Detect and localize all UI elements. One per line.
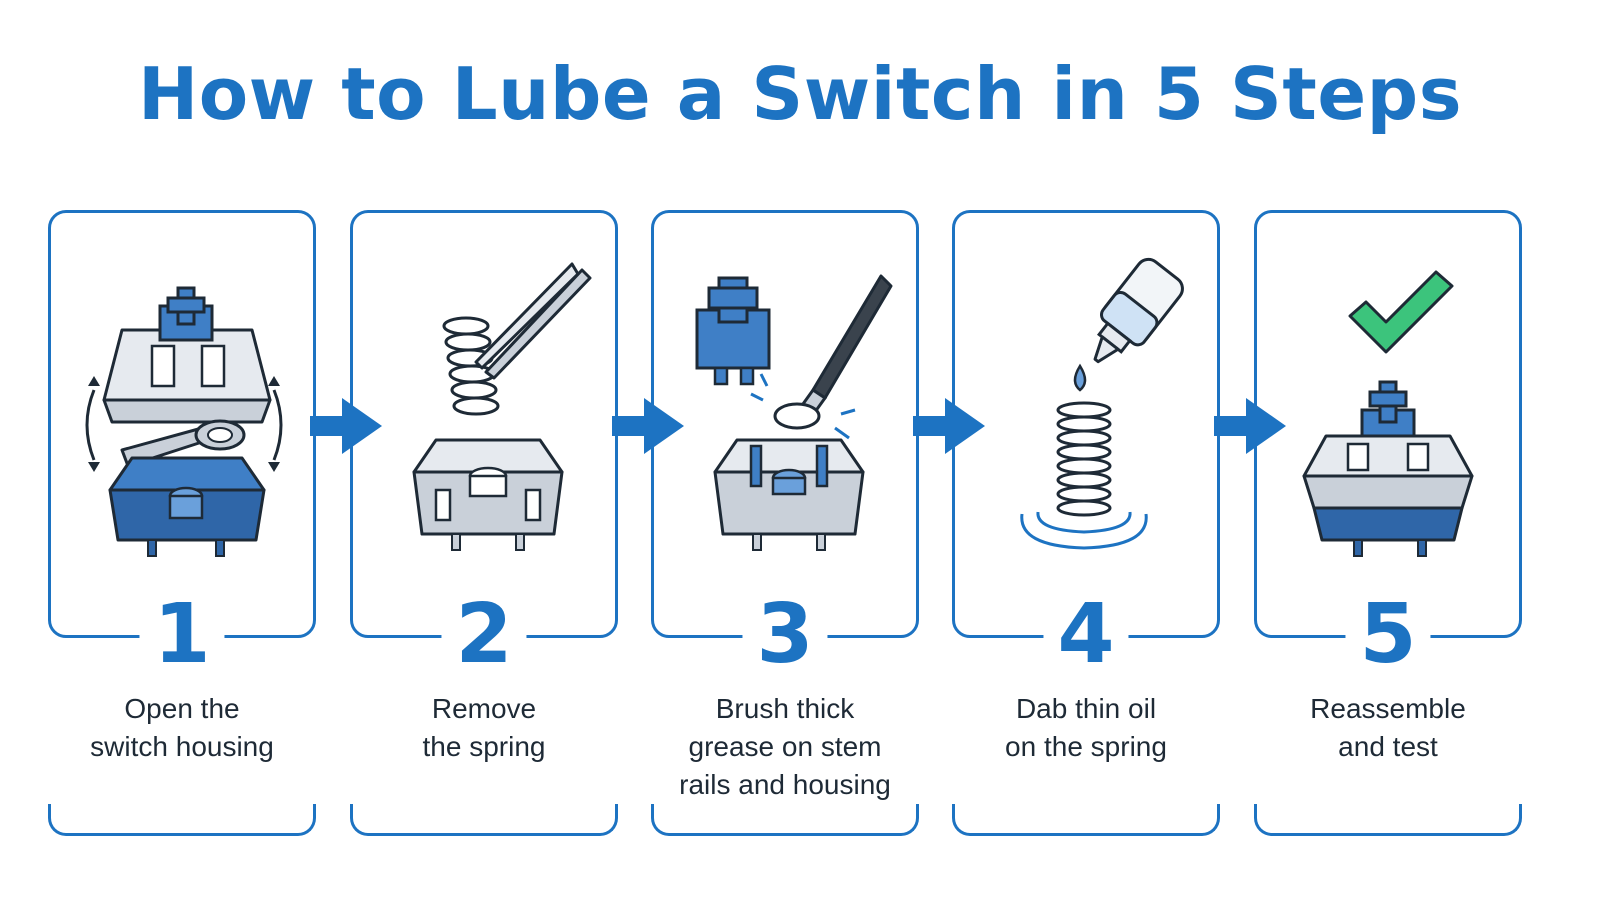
- caption-line: Reassemble: [1310, 693, 1466, 724]
- caption-line: Brush thick: [715, 693, 855, 724]
- tweezers-spring-icon: [412, 262, 592, 551]
- step-number: 2: [441, 590, 527, 680]
- caption-line: the spring: [422, 731, 546, 762]
- step-caption: Dab thin oil on the spring: [952, 690, 1220, 766]
- assembled-switch-check-icon: [1302, 270, 1474, 557]
- step-number: 3: [742, 590, 828, 680]
- caption-bracket: [1254, 804, 1522, 836]
- oil-bottle-spring-icon: [1020, 257, 1184, 550]
- step-caption: Remove the spring: [350, 690, 618, 766]
- caption-line: on the spring: [1005, 731, 1167, 762]
- caption-line: and test: [1338, 731, 1438, 762]
- step-3: 3 Brush thick grease on stem rails and h…: [651, 210, 919, 840]
- caption-line: grease on stem: [688, 731, 882, 762]
- caption-bracket: [651, 804, 919, 836]
- step-5: 5 Reassemble and test: [1254, 210, 1522, 840]
- caption-line: Open the: [124, 693, 240, 724]
- caption-bracket: [48, 804, 316, 836]
- opened-switch-icon: [85, 286, 283, 557]
- caption-line: Dab thin oil: [1015, 693, 1157, 724]
- step-number: 4: [1043, 590, 1129, 680]
- caption-line: rails and housing: [679, 769, 891, 800]
- step-4: 4 Dab thin oil on the spring: [952, 210, 1220, 840]
- step-number: 5: [1345, 590, 1431, 680]
- step-caption: Open the switch housing: [48, 690, 316, 766]
- caption-bracket: [952, 804, 1220, 836]
- step-number: 1: [139, 590, 225, 680]
- step-caption: Reassemble and test: [1254, 690, 1522, 766]
- caption-line: switch housing: [90, 731, 274, 762]
- caption-bracket: [350, 804, 618, 836]
- step-1: 1 Open the switch housing: [48, 210, 316, 840]
- brush-grease-icon: [695, 274, 893, 551]
- step-caption: Brush thick grease on stem rails and hou…: [651, 690, 919, 804]
- step-2: 2 Remove the spring: [350, 210, 618, 840]
- page-title: How to Lube a Switch in 5 Steps: [137, 52, 1463, 136]
- caption-line: Remove: [431, 693, 537, 724]
